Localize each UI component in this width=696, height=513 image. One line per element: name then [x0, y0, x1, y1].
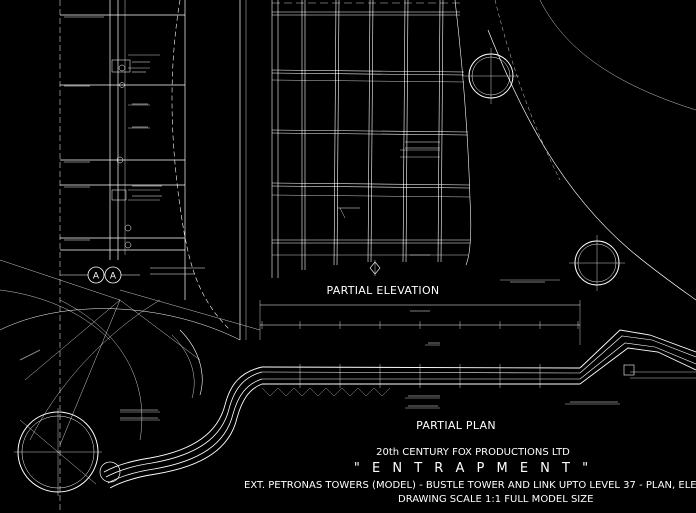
tower-column-lower-left	[14, 408, 121, 496]
partial-elevation-label: PARTIAL ELEVATION	[327, 284, 440, 297]
plan-arc-right	[463, 0, 696, 301]
film-title: " E N T R A P M E N T "	[354, 461, 592, 476]
title-block: 20th CENTURY FOX PRODUCTIONS LTD " E N T…	[244, 447, 696, 505]
section-marker-group: A A	[60, 266, 140, 284]
section-detail-left	[59, 0, 247, 513]
curved-link-band	[0, 259, 263, 489]
company-name: 20th CENTURY FOX PRODUCTIONS LTD	[376, 447, 570, 458]
plan-link-band	[259, 300, 696, 409]
section-marker-right-label: A	[110, 272, 117, 282]
drawing-scale: DRAWING SCALE 1:1 FULL MODEL SIZE	[398, 494, 593, 505]
partial-plan-label: PARTIAL PLAN	[416, 419, 496, 432]
drawing-description: EXT. PETRONAS TOWERS (MODEL) - BUSTLE TO…	[244, 480, 696, 491]
elevation-grid	[271, 0, 472, 278]
annotation-scribbles	[19, 16, 618, 419]
section-marker-left-label: A	[93, 272, 100, 282]
